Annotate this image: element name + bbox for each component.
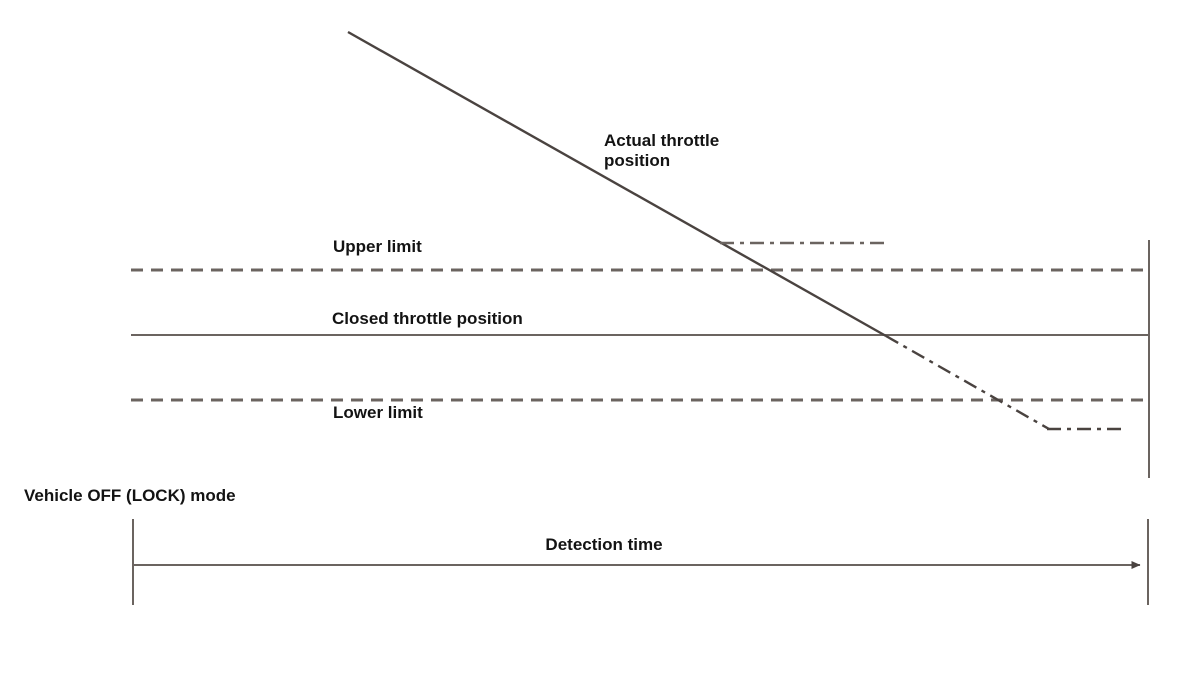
closed-throttle-position-label: Closed throttle position (332, 309, 523, 328)
dashdot-descending-segment (885, 334, 1050, 431)
actual-throttle-position-curve (347, 30, 887, 338)
upper-limit-label: Upper limit (333, 237, 422, 256)
lower-limit-label: Lower limit (333, 403, 423, 422)
vehicle-off-lock-mode-label: Vehicle OFF (LOCK) mode (24, 486, 236, 505)
actual-throttle-label-line2: position (604, 151, 670, 170)
detection-time-label: Detection time (545, 535, 662, 554)
actual-throttle-label-line1: Actual throttle (604, 131, 719, 150)
